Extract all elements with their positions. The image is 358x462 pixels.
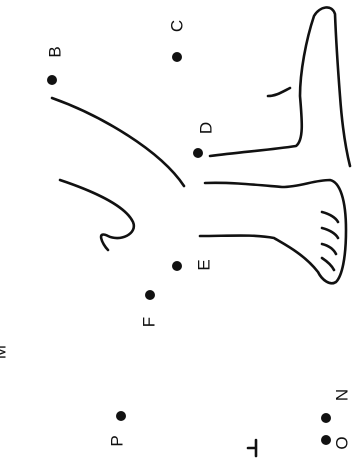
dot-p — [116, 411, 126, 421]
label-m: M — [0, 345, 9, 359]
dot-b — [47, 75, 57, 85]
label-p: P — [107, 435, 126, 446]
label-o: O — [332, 436, 351, 449]
label-n: N — [332, 389, 351, 401]
diagonal-stroke — [52, 98, 184, 186]
dot-d — [193, 148, 203, 158]
lower-foot-toes — [322, 212, 338, 270]
lower-foot-outline — [200, 180, 346, 283]
dot-f — [145, 290, 155, 300]
dots — [47, 52, 331, 445]
dot-n — [321, 413, 331, 423]
bottom-tick — [248, 440, 256, 456]
dot-e — [172, 261, 182, 271]
dot-c — [172, 52, 182, 62]
dot-o — [321, 435, 331, 445]
line-art — [52, 7, 350, 283]
label-e: E — [194, 259, 213, 270]
upper-foot-outline — [210, 7, 350, 166]
squiggle-stroke — [60, 180, 134, 250]
upper-foot-sole — [268, 88, 290, 96]
label-d: D — [196, 122, 215, 134]
label-b: B — [45, 46, 64, 57]
label-f: F — [139, 317, 158, 327]
label-c: C — [167, 20, 186, 32]
